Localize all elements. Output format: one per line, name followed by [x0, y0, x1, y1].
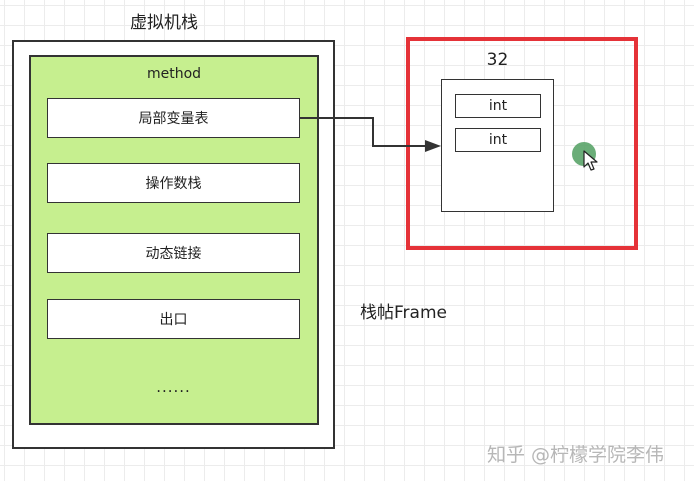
connector-line [300, 117, 426, 147]
watermark: 知乎 @柠檬学院李伟 [487, 444, 665, 466]
int-cell: int [455, 94, 541, 118]
local-table-number: 32 [486, 50, 509, 70]
arrow-head-icon [425, 140, 441, 152]
dynamic-linking-slot: 动态链接 [47, 233, 300, 273]
method-label: method [146, 66, 202, 82]
vm-stack-title: 虚拟机栈 [130, 13, 198, 33]
local-variable-table-slot: 局部变量表 [47, 98, 300, 138]
int-cell: int [455, 128, 541, 152]
stack-frame-caption: 栈帖Frame [360, 303, 447, 323]
highlight-box [406, 37, 638, 250]
return-address-slot: 出口 [47, 299, 300, 339]
operand-stack-slot: 操作数栈 [47, 163, 300, 203]
more-slots-ellipsis: ...... [156, 378, 191, 396]
mouse-pointer-icon [583, 150, 598, 171]
